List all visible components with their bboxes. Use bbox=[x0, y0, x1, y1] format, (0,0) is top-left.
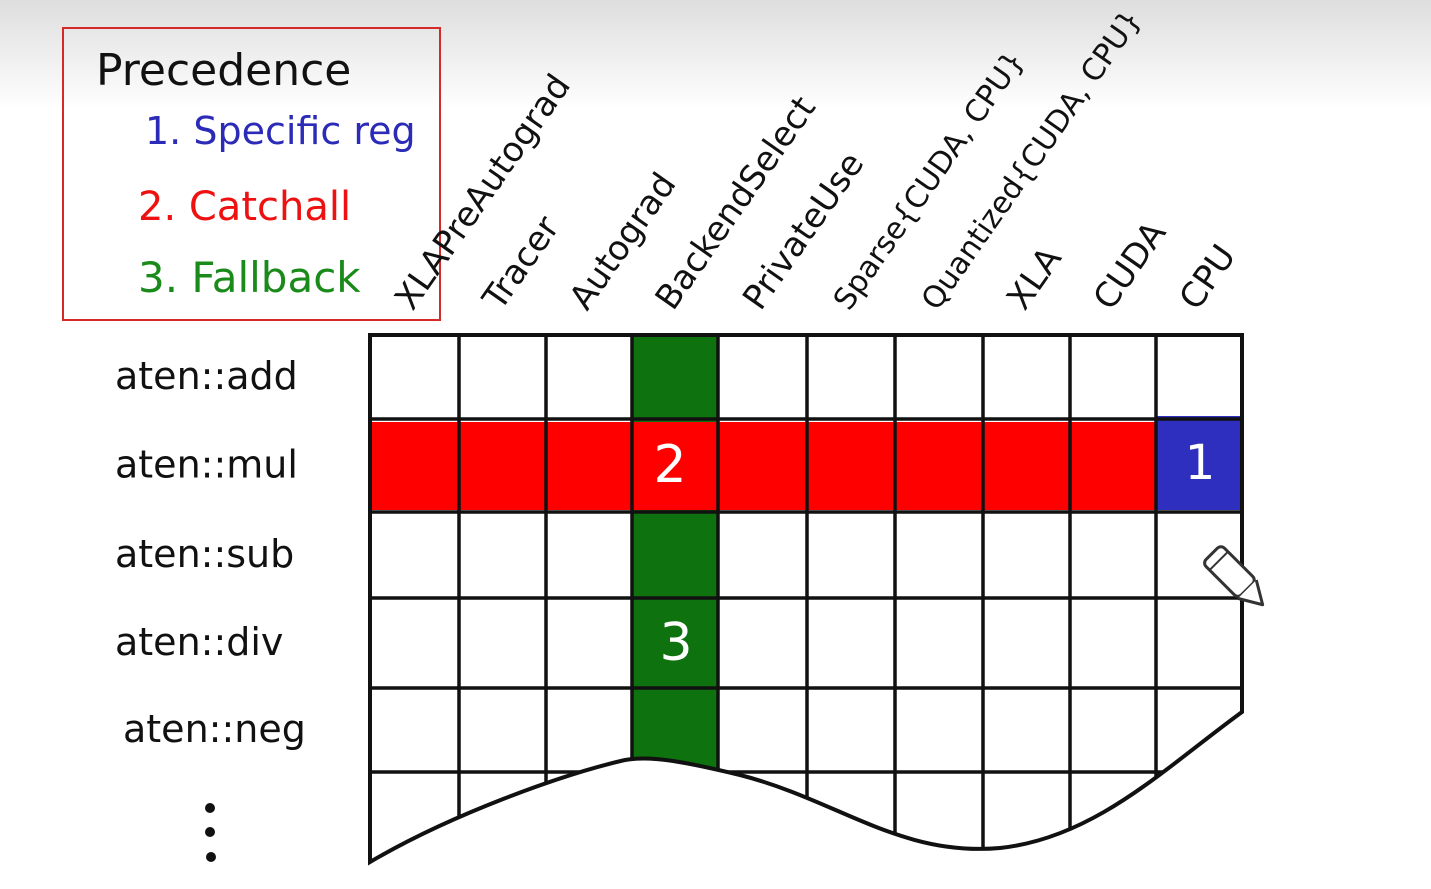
fallback-column-band bbox=[632, 335, 718, 862]
column-header: XLA bbox=[999, 240, 1070, 317]
column-headers: XLAPreAutogradTracerAutogradBackendSelec… bbox=[387, 4, 1244, 318]
row-label: aten::neg bbox=[123, 707, 306, 751]
row-label: aten::add bbox=[115, 354, 298, 398]
row-labels: aten::addaten::mulaten::subaten::divaten… bbox=[115, 354, 306, 751]
legend-item-fallback: 3. Fallback bbox=[138, 253, 361, 302]
row-label: aten::sub bbox=[115, 532, 294, 576]
more-rows-dots bbox=[205, 803, 216, 862]
legend-box bbox=[62, 27, 441, 321]
legend-title: Precedence bbox=[96, 45, 351, 96]
pencil-cursor-icon bbox=[1203, 545, 1265, 607]
fallback-label: 3 bbox=[659, 613, 692, 673]
specific-cell bbox=[1156, 416, 1242, 510]
catchall-label: 2 bbox=[653, 435, 686, 495]
row-label: aten::mul bbox=[115, 443, 298, 487]
legend-item-catchall: 2. Catchall bbox=[138, 184, 351, 230]
column-header: Tracer bbox=[475, 209, 568, 318]
row-label: aten::div bbox=[115, 620, 283, 664]
table-outline bbox=[368, 333, 1244, 866]
catchall-row-band bbox=[370, 422, 1156, 510]
column-header: CUDA bbox=[1086, 214, 1175, 317]
legend-item-specific: 1. Specific reg bbox=[145, 109, 416, 153]
specific-label: 1 bbox=[1185, 435, 1216, 491]
column-header: CPU bbox=[1172, 238, 1244, 318]
background-gradient bbox=[0, 0, 1431, 110]
column-header: XLAPreAutograd bbox=[387, 67, 579, 317]
